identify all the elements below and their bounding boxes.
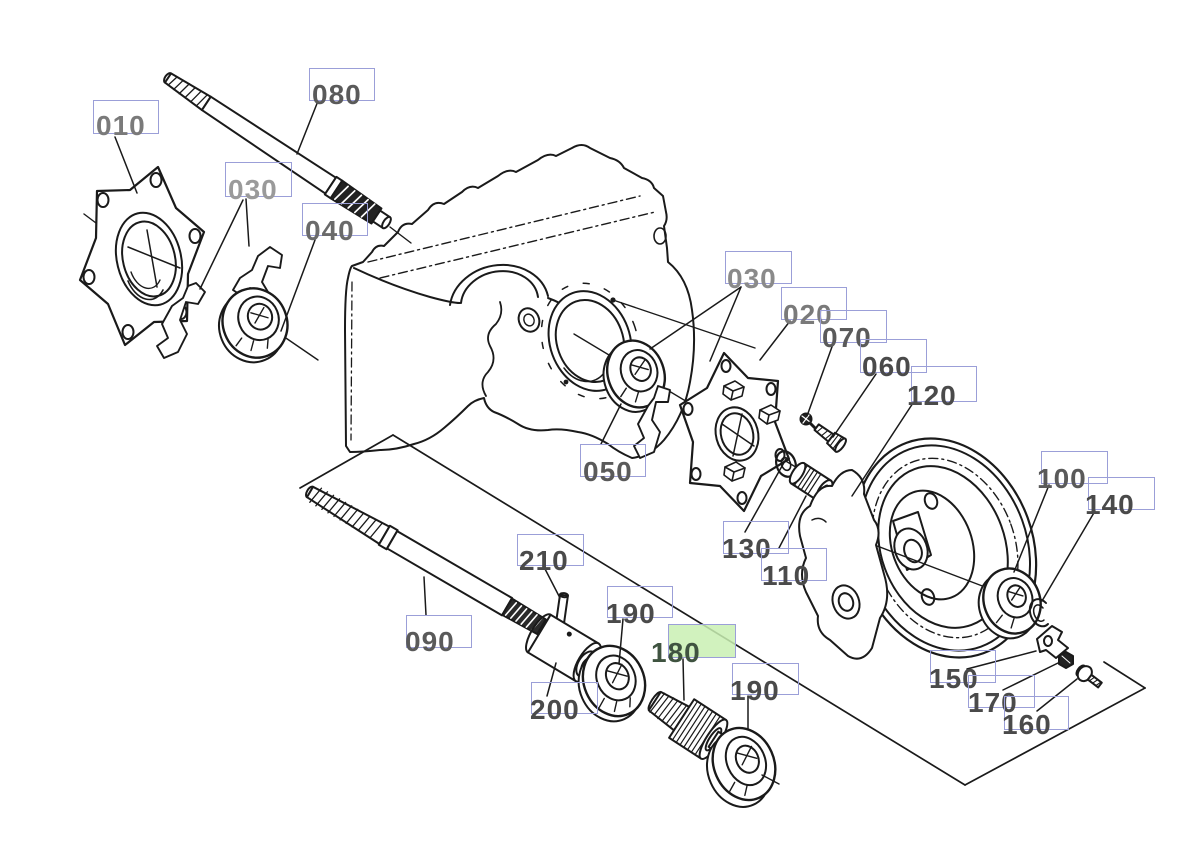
leader-line-140 bbox=[1041, 510, 1096, 602]
gear-180-drawing bbox=[647, 690, 731, 760]
part-hotspot-060[interactable] bbox=[860, 339, 927, 373]
bearing-100-drawing bbox=[977, 567, 1042, 640]
part-hotspot-040[interactable] bbox=[302, 203, 368, 236]
bearing-190-2-drawing bbox=[706, 726, 777, 808]
leader-line-010 bbox=[114, 136, 138, 194]
part-hotspot-070[interactable] bbox=[820, 310, 887, 343]
leader-line-070 bbox=[806, 343, 834, 417]
part-hotspot-120[interactable] bbox=[911, 366, 977, 402]
leader-line-090 bbox=[423, 576, 427, 616]
leader-line-080 bbox=[296, 100, 319, 155]
leader-line-180 bbox=[682, 658, 685, 701]
leader-line-020 bbox=[759, 320, 791, 361]
section-plane-outline bbox=[299, 434, 1146, 786]
part-hotspot-190-2[interactable] bbox=[732, 663, 799, 695]
part-hotspot-150[interactable] bbox=[930, 650, 996, 683]
flange-010-drawing bbox=[78, 165, 206, 347]
bolt-060-drawing bbox=[813, 423, 847, 453]
leader-line-050 bbox=[600, 403, 622, 445]
part-hotspot-030-1[interactable] bbox=[225, 162, 292, 197]
nut-170-drawing bbox=[1058, 651, 1074, 669]
fork-plate-030-left bbox=[156, 246, 283, 359]
part-hotspot-110[interactable] bbox=[761, 548, 827, 581]
part-hotspot-130[interactable] bbox=[723, 521, 789, 554]
bearing-050-drawing bbox=[602, 339, 666, 413]
washer-140-drawing bbox=[1028, 598, 1049, 628]
lock-plate-150-drawing bbox=[1036, 625, 1069, 659]
leader-line-030-2 bbox=[709, 286, 742, 362]
flange-020-drawing bbox=[678, 351, 791, 513]
leader-line-160 bbox=[1036, 678, 1078, 712]
part-hotspot-030-2[interactable] bbox=[725, 251, 792, 284]
leader-line-030-2 bbox=[649, 286, 742, 350]
shaft-080-drawing bbox=[163, 72, 392, 230]
part-hotspot-210[interactable] bbox=[517, 534, 584, 566]
leader-line-030-1 bbox=[245, 198, 250, 247]
part-hotspot-020[interactable] bbox=[781, 287, 847, 320]
part-hotspot-190-1[interactable] bbox=[607, 586, 673, 618]
part-hotspot-100[interactable] bbox=[1041, 451, 1108, 484]
leader-line-060 bbox=[832, 373, 877, 438]
leader-line-150 bbox=[966, 650, 1037, 670]
part-hotspot-090[interactable] bbox=[406, 615, 472, 648]
leader-line-170 bbox=[1002, 662, 1059, 691]
square-nuts bbox=[722, 380, 781, 482]
shaft-tail-line bbox=[761, 774, 780, 785]
leader-line-200 bbox=[546, 662, 557, 697]
bolt-160-drawing bbox=[1075, 664, 1103, 689]
pin-210-drawing bbox=[555, 592, 569, 625]
leader-line-210 bbox=[543, 566, 561, 599]
bearing-190-1-drawing bbox=[577, 644, 647, 723]
leader-line-190-1 bbox=[618, 618, 624, 665]
part-hotspot-140[interactable] bbox=[1088, 477, 1155, 510]
leader-line-040 bbox=[280, 239, 316, 332]
leader-line-100 bbox=[1013, 484, 1050, 573]
fork-plate-030-center bbox=[633, 385, 671, 459]
part-hotspot-010[interactable] bbox=[93, 100, 159, 134]
leader-line-120 bbox=[851, 402, 914, 497]
part-hotspot-080[interactable] bbox=[309, 68, 375, 101]
part-hotspot-200[interactable] bbox=[531, 682, 598, 714]
bearing-040-drawing bbox=[218, 287, 289, 364]
part-hotspot-160[interactable] bbox=[1004, 696, 1069, 730]
leader-line-030-1 bbox=[199, 199, 244, 290]
part-hotspot-050[interactable] bbox=[580, 444, 646, 477]
housing-lobe-drawing bbox=[798, 469, 889, 660]
part-hotspot-170[interactable] bbox=[968, 675, 1035, 708]
label-leader-lines bbox=[114, 100, 1096, 730]
leader-line-130 bbox=[744, 458, 787, 533]
leader-line-110 bbox=[778, 495, 807, 549]
part-hotspot-180[interactable] bbox=[668, 624, 736, 658]
